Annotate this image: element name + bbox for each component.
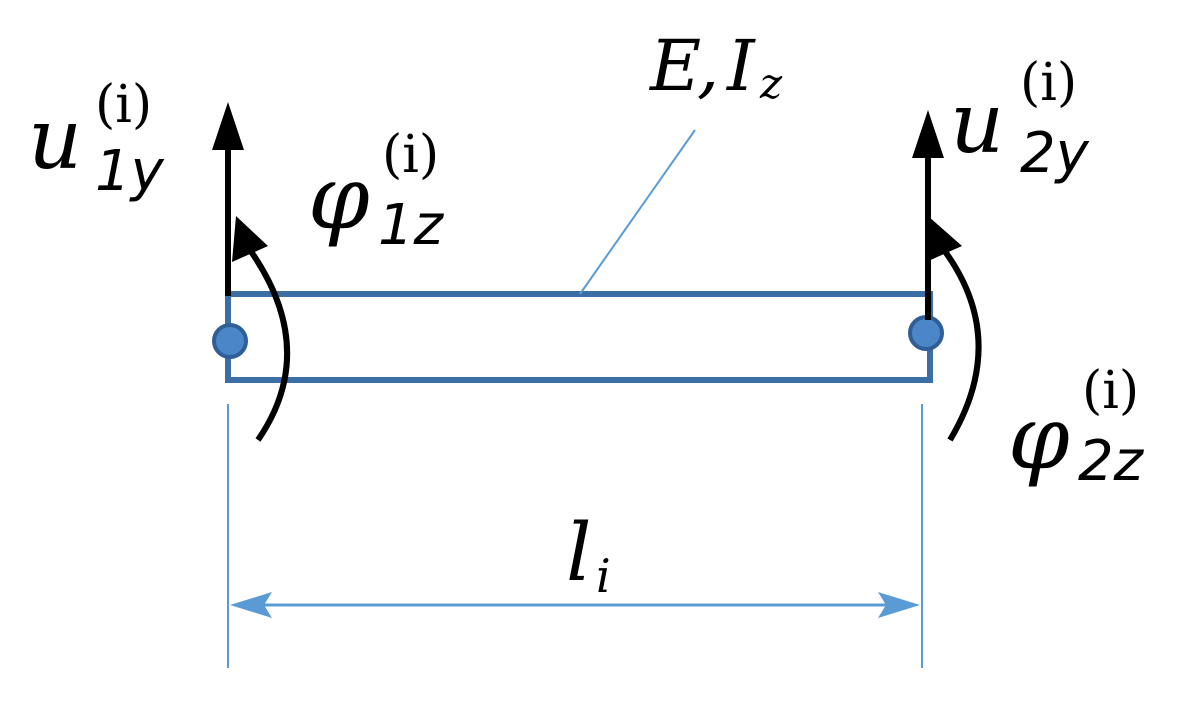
u2y-subscript: 2y <box>1020 121 1090 186</box>
material-separator: , <box>697 25 719 107</box>
u2y-base: u <box>950 74 1004 172</box>
phi2z-base: φ <box>1008 386 1070 489</box>
material-leader-line <box>579 129 696 295</box>
phi2z-rotation-arrow <box>926 216 982 442</box>
length-subscript: i <box>596 549 611 603</box>
label-u1y: u (i) 1y <box>28 75 165 204</box>
length-dimension-arrow <box>230 592 920 618</box>
label-phi2z: φ (i) 2z <box>1008 361 1145 494</box>
phi1z-base: φ <box>308 146 370 249</box>
material-e: E <box>648 25 701 107</box>
u1y-arrow <box>212 102 244 296</box>
phi1z-rotation-arrow <box>232 216 291 442</box>
u2y-superscript: (i) <box>1020 53 1077 113</box>
phi2z-subscript: 2z <box>1078 429 1145 494</box>
label-material: E , I z <box>648 25 783 108</box>
beam-body <box>225 291 933 383</box>
label-u2y: u (i) 2y <box>950 53 1090 186</box>
material-i: I <box>725 25 756 107</box>
u1y-superscript: (i) <box>95 75 152 135</box>
label-phi1z: φ (i) 1z <box>308 125 445 258</box>
node-1 <box>212 323 248 359</box>
u2y-arrow <box>912 110 944 320</box>
phi1z-superscript: (i) <box>382 125 439 185</box>
node-2 <box>908 315 944 351</box>
u1y-base: u <box>28 90 82 188</box>
phi1z-subscript: 1z <box>378 193 445 258</box>
length-base: l <box>566 506 592 599</box>
phi2z-superscript: (i) <box>1082 361 1139 421</box>
label-length: l i <box>566 506 611 603</box>
u1y-subscript: 1y <box>95 139 165 204</box>
material-i-subscript: z <box>759 59 783 108</box>
